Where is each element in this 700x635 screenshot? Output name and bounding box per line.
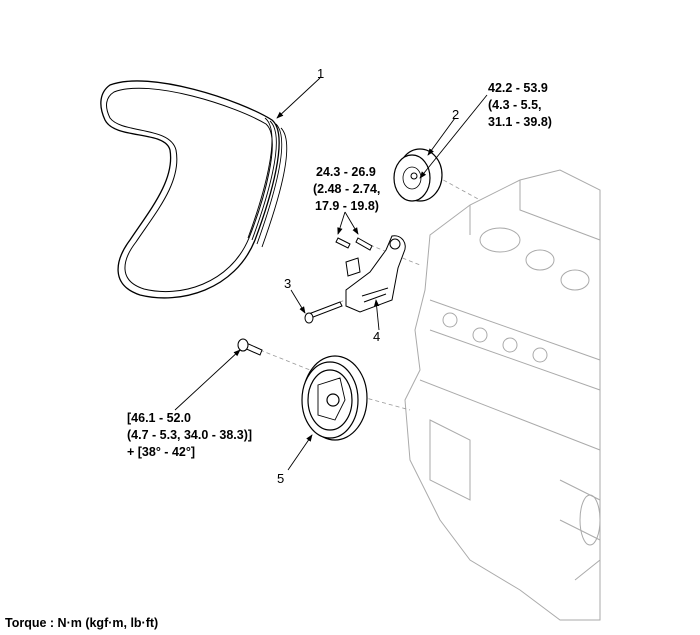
svg-text:[46.1 - 52.0: [46.1 - 52.0 — [127, 411, 191, 425]
svg-text:17.9 - 19.8): 17.9 - 19.8) — [315, 199, 379, 213]
idler-pulley — [393, 148, 443, 202]
callout-4: 4 — [373, 329, 380, 344]
svg-text:24.3 - 26.9: 24.3 - 26.9 — [316, 165, 376, 179]
svg-text:+ [38° - 42°]: + [38° - 42°] — [127, 445, 195, 459]
engine-block — [404, 169, 601, 621]
svg-text:(2.48 - 2.74,: (2.48 - 2.74, — [313, 182, 380, 196]
callout-5: 5 — [277, 471, 284, 486]
svg-text:42.2 - 53.9: 42.2 - 53.9 — [488, 81, 548, 95]
svg-text:31.1 - 39.8): 31.1 - 39.8) — [488, 115, 552, 129]
torque-tensioner-label: 24.3 - 26.9 (2.48 - 2.74, 17.9 - 19.8) — [313, 165, 380, 213]
torque-idler-label: 42.2 - 53.9 (4.3 - 5.5, 31.1 - 39.8) — [488, 81, 552, 129]
tensioner-bolt — [304, 301, 343, 324]
torque-crank-label: [46.1 - 52.0 (4.7 - 5.3, 34.0 - 38.3)] +… — [127, 411, 252, 459]
svg-text:(4.7 - 5.3, 34.0 - 38.3)]: (4.7 - 5.3, 34.0 - 38.3)] — [127, 428, 252, 442]
torque-units-legend: Torque : N·m (kgf·m, lb·ft) — [5, 616, 158, 630]
crankshaft-pulley — [301, 355, 368, 441]
tensioner-bracket — [335, 235, 406, 313]
svg-text:(4.3 - 5.5,: (4.3 - 5.5, — [488, 98, 542, 112]
callout-1: 1 — [317, 66, 324, 81]
callout-2: 2 — [452, 107, 459, 122]
drive-belt — [100, 80, 288, 299]
callout-3: 3 — [284, 276, 291, 291]
crankshaft-bolt — [237, 338, 263, 356]
